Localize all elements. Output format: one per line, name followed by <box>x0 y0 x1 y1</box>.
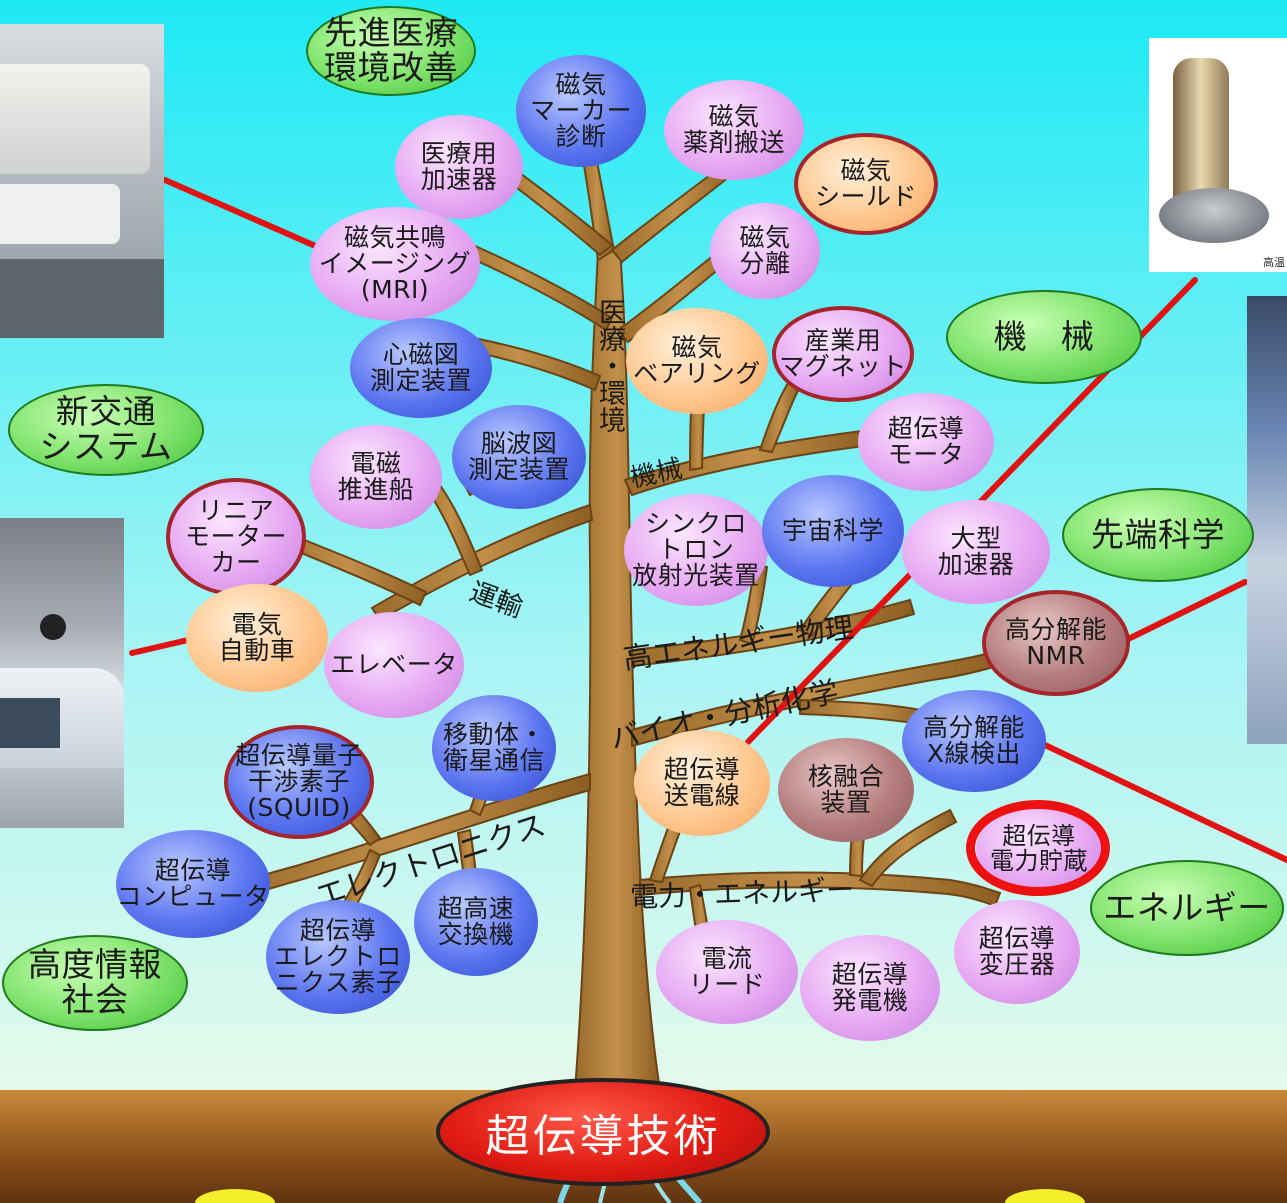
node-mag-bearing: 磁気 ベアリング <box>626 308 768 414</box>
node-linear: リニア モーター カー <box>166 478 306 596</box>
category-info: 高度情報 社会 <box>2 935 188 1031</box>
node-mag-marker: 磁気 マーカー 診断 <box>516 55 646 167</box>
node-squid: 超伝導量子 干渉素子 (SQUID) <box>224 725 374 839</box>
node-mri: 磁気共鳴 イメージング (MRI) <box>310 207 480 321</box>
category-transport: 新交通 システム <box>8 384 204 476</box>
branch-medical-env: 医療・環境 <box>594 298 625 433</box>
category-science: 先端科学 <box>1062 488 1254 582</box>
node-med-accel: 医療用 加速器 <box>395 115 523 219</box>
node-sc-motor: 超伝導 モータ <box>858 393 994 491</box>
node-current-lead: 電流 リード <box>656 920 798 1024</box>
node-xray: 高分解能 X線検出 <box>902 690 1046 792</box>
photo-caption: 高温 <box>1263 256 1285 269</box>
node-sc-transformer: 超伝導 変圧器 <box>954 900 1080 1004</box>
category-machine: 機 械 <box>946 290 1142 384</box>
node-mag-sep: 磁気 分離 <box>710 203 820 299</box>
node-ind-magnet: 産業用 マグネット <box>772 306 914 402</box>
node-sc-computer: 超伝導 コンピュータ <box>116 830 270 938</box>
category-medical: 先進医療 環境改善 <box>306 6 476 96</box>
node-mag-drug: 磁気 薬剤搬送 <box>664 80 804 180</box>
node-synchrotron: シンクロ トロン 放射光装置 <box>624 494 768 606</box>
node-space: 宇宙科学 <box>762 475 904 587</box>
category-energy: エネルギー <box>1090 860 1284 956</box>
root-label: 超伝導技術 <box>485 1111 721 1162</box>
node-eeg: 脳波図 測定装置 <box>452 405 586 509</box>
node-elevator: エレベータ <box>324 612 464 718</box>
mri-photo <box>0 24 164 338</box>
node-sc-electronics: 超伝導 エレクトロ ニクス素子 <box>266 900 410 1014</box>
node-fusion: 核融合 装置 <box>778 738 914 842</box>
nmr-photo <box>1247 296 1287 744</box>
node-hs-switch: 超高速 交換機 <box>414 868 538 976</box>
node-nmr: 高分解能 NMR <box>982 590 1130 696</box>
node-smes: 超伝導 電力貯蔵 <box>976 806 1102 892</box>
node-mobile: 移動体・ 衛星通信 <box>432 695 556 801</box>
node-mag-shield: 磁気 シールド <box>794 133 938 235</box>
cable-photo: 高温 <box>1149 38 1287 272</box>
node-mcg: 心磁図 測定装置 <box>350 318 492 418</box>
node-ev: 電気 自動車 <box>186 584 328 692</box>
root-node: 超伝導技術 <box>436 1078 770 1186</box>
branch-power: 電力・エネルギー <box>629 873 855 914</box>
node-em-ship: 電磁 推進船 <box>310 425 442 529</box>
node-sc-cable: 超伝導 送電線 <box>634 730 770 836</box>
electric-car-photo <box>0 518 124 828</box>
node-big-accel: 大型 加速器 <box>902 500 1050 604</box>
node-sc-generator: 超伝導 発電機 <box>800 935 940 1041</box>
